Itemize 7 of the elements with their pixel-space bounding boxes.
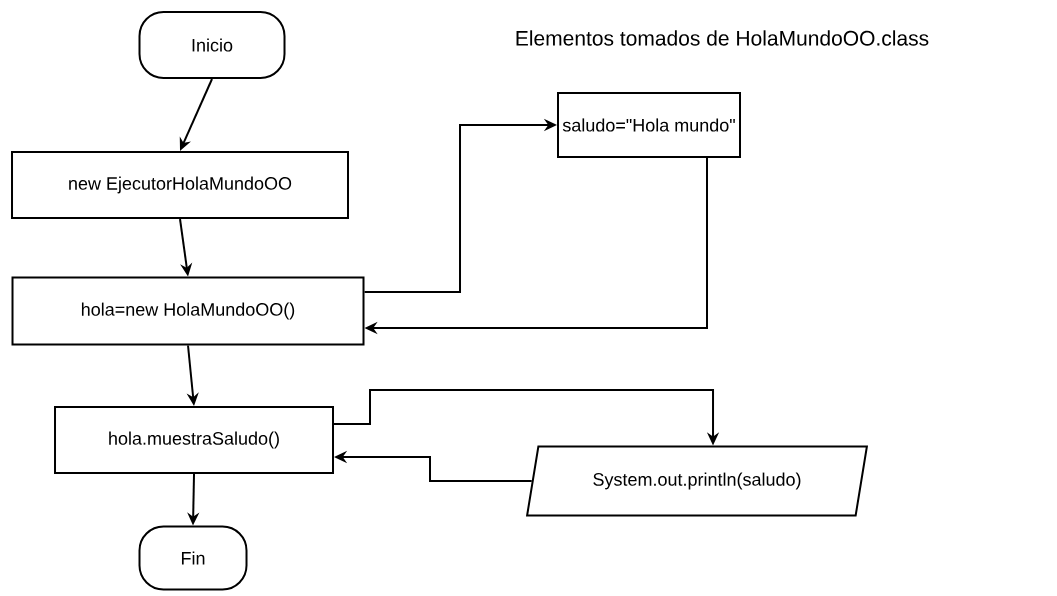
process-box: hola=new HolaMundoOO(): [11, 276, 365, 346]
process-box: new EjecutorHolaMundoOO: [11, 151, 349, 219]
diagram-title: Elementos tomados de HolaMundoOO.class: [516, 30, 929, 46]
process-box: saludo="Hola mundo": [557, 92, 741, 158]
terminal-box: Inicio: [138, 11, 286, 79]
process-box: hola.muestraSaludo(): [54, 406, 334, 474]
terminal-box: Fin: [138, 525, 248, 591]
